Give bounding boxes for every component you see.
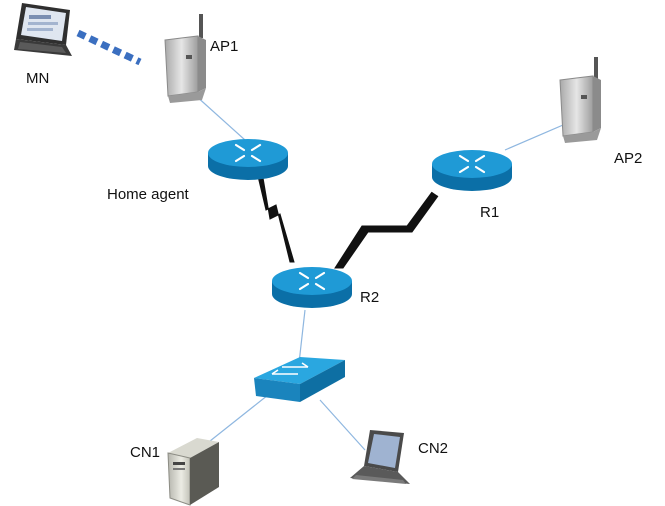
- cn1-server-tower-icon: [167, 438, 219, 506]
- link-wireless-mn-ap1: [76, 29, 142, 66]
- ap2-label: AP2: [614, 150, 643, 167]
- serial-link-r1-r2: [334, 191, 439, 269]
- home-agent-label: Home agent: [107, 186, 189, 203]
- ap1-label: AP1: [210, 38, 239, 55]
- link-ap1-home-agent: [194, 94, 246, 141]
- ap1-wireless-access-point-icon: [164, 14, 206, 103]
- mn-label: MN: [26, 70, 50, 87]
- cn1-label: CN1: [130, 444, 161, 461]
- cn2-laptop-icon: [350, 430, 410, 484]
- ap2-wireless-access-point-icon: [559, 57, 601, 143]
- r2-router-icon: [272, 267, 352, 308]
- r1-router-icon: [432, 150, 512, 191]
- r1-label: R1: [480, 204, 500, 221]
- r2-label: R2: [360, 289, 380, 306]
- links: [76, 29, 564, 451]
- link-r1-ap2: [504, 124, 564, 151]
- cn2-label: CN2: [418, 440, 449, 457]
- serial-link-home-agent-r2: [256, 171, 295, 263]
- link-switch-cn2: [319, 399, 366, 451]
- mn-laptop-icon: [14, 3, 72, 56]
- link-switch-cn1: [204, 394, 269, 446]
- switch-icon: [254, 357, 345, 402]
- home-agent-router-icon: [208, 139, 288, 180]
